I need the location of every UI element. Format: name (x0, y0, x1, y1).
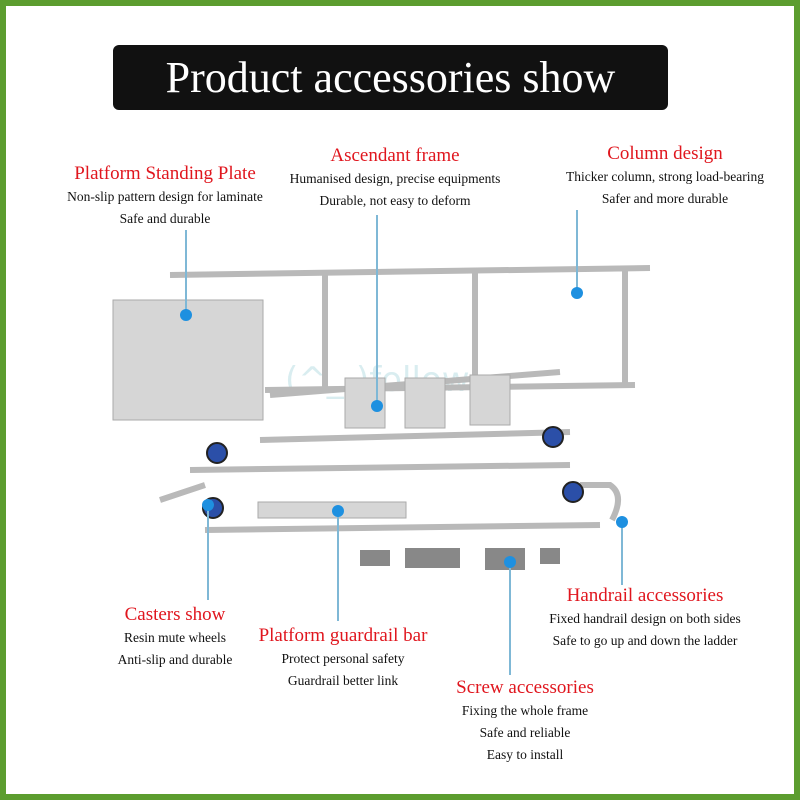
plate-marker (180, 309, 192, 321)
callout-handrail: Handrail accessories Fixed handrail desi… (520, 584, 770, 652)
screw-marker (504, 556, 516, 568)
callout-plate: Platform Standing Plate Non-slip pattern… (40, 162, 290, 230)
casters-leader (207, 505, 209, 600)
callout-text: Protect personal safety (281, 651, 405, 666)
callout-heading: Casters show (124, 604, 226, 625)
column-leader (576, 210, 578, 293)
callout-screw: Screw accessories Fixing the whole frame… (430, 676, 620, 766)
callout-text: Thicker column, strong load-bearing (566, 169, 764, 184)
callout-text: Fixing the whole frame (461, 703, 589, 718)
plate-leader (185, 230, 187, 315)
callout-text: Non-slip pattern design for laminate (67, 189, 263, 204)
callout-text: Safer and more durable (601, 191, 729, 206)
callout-casters: Casters show Resin mute wheels Anti-slip… (95, 603, 255, 671)
page-title: Product accessories show (113, 45, 668, 110)
callout-text: Guardrail better link (287, 673, 399, 688)
callout-text: Safe and durable (119, 211, 211, 226)
guardrail-marker (332, 505, 344, 517)
callout-heading: Screw accessories (456, 677, 594, 698)
callout-guardrail: Platform guardrail bar Protect personal … (243, 624, 443, 692)
callout-heading: Column design (607, 143, 723, 164)
handrail-marker (616, 516, 628, 528)
callout-frame: Ascendant frame Humanised design, precis… (280, 144, 510, 212)
callout-column: Column design Thicker column, strong loa… (540, 142, 790, 210)
callout-text: Easy to install (486, 747, 564, 762)
casters-marker (202, 499, 214, 511)
callout-heading: Platform guardrail bar (258, 625, 428, 646)
frame-leader (376, 215, 378, 406)
column-marker (571, 287, 583, 299)
callout-heading: Platform Standing Plate (74, 163, 256, 184)
callout-text: Anti-slip and durable (117, 652, 233, 667)
callout-text: Humanised design, precise equipments (289, 171, 501, 186)
guardrail-leader (337, 511, 339, 621)
callout-heading: Ascendant frame (330, 145, 460, 166)
handrail-leader (621, 522, 623, 585)
callout-text: Fixed handrail design on both sides (549, 611, 741, 626)
callout-text: Durable, not easy to deform (319, 193, 471, 208)
callout-text: Resin mute wheels (124, 630, 226, 645)
screw-leader (509, 562, 511, 675)
frame-marker (371, 400, 383, 412)
callout-text: Safe and reliable (479, 725, 571, 740)
callout-heading: Handrail accessories (566, 585, 724, 606)
callout-text: Safe to go up and down the ladder (552, 633, 738, 648)
